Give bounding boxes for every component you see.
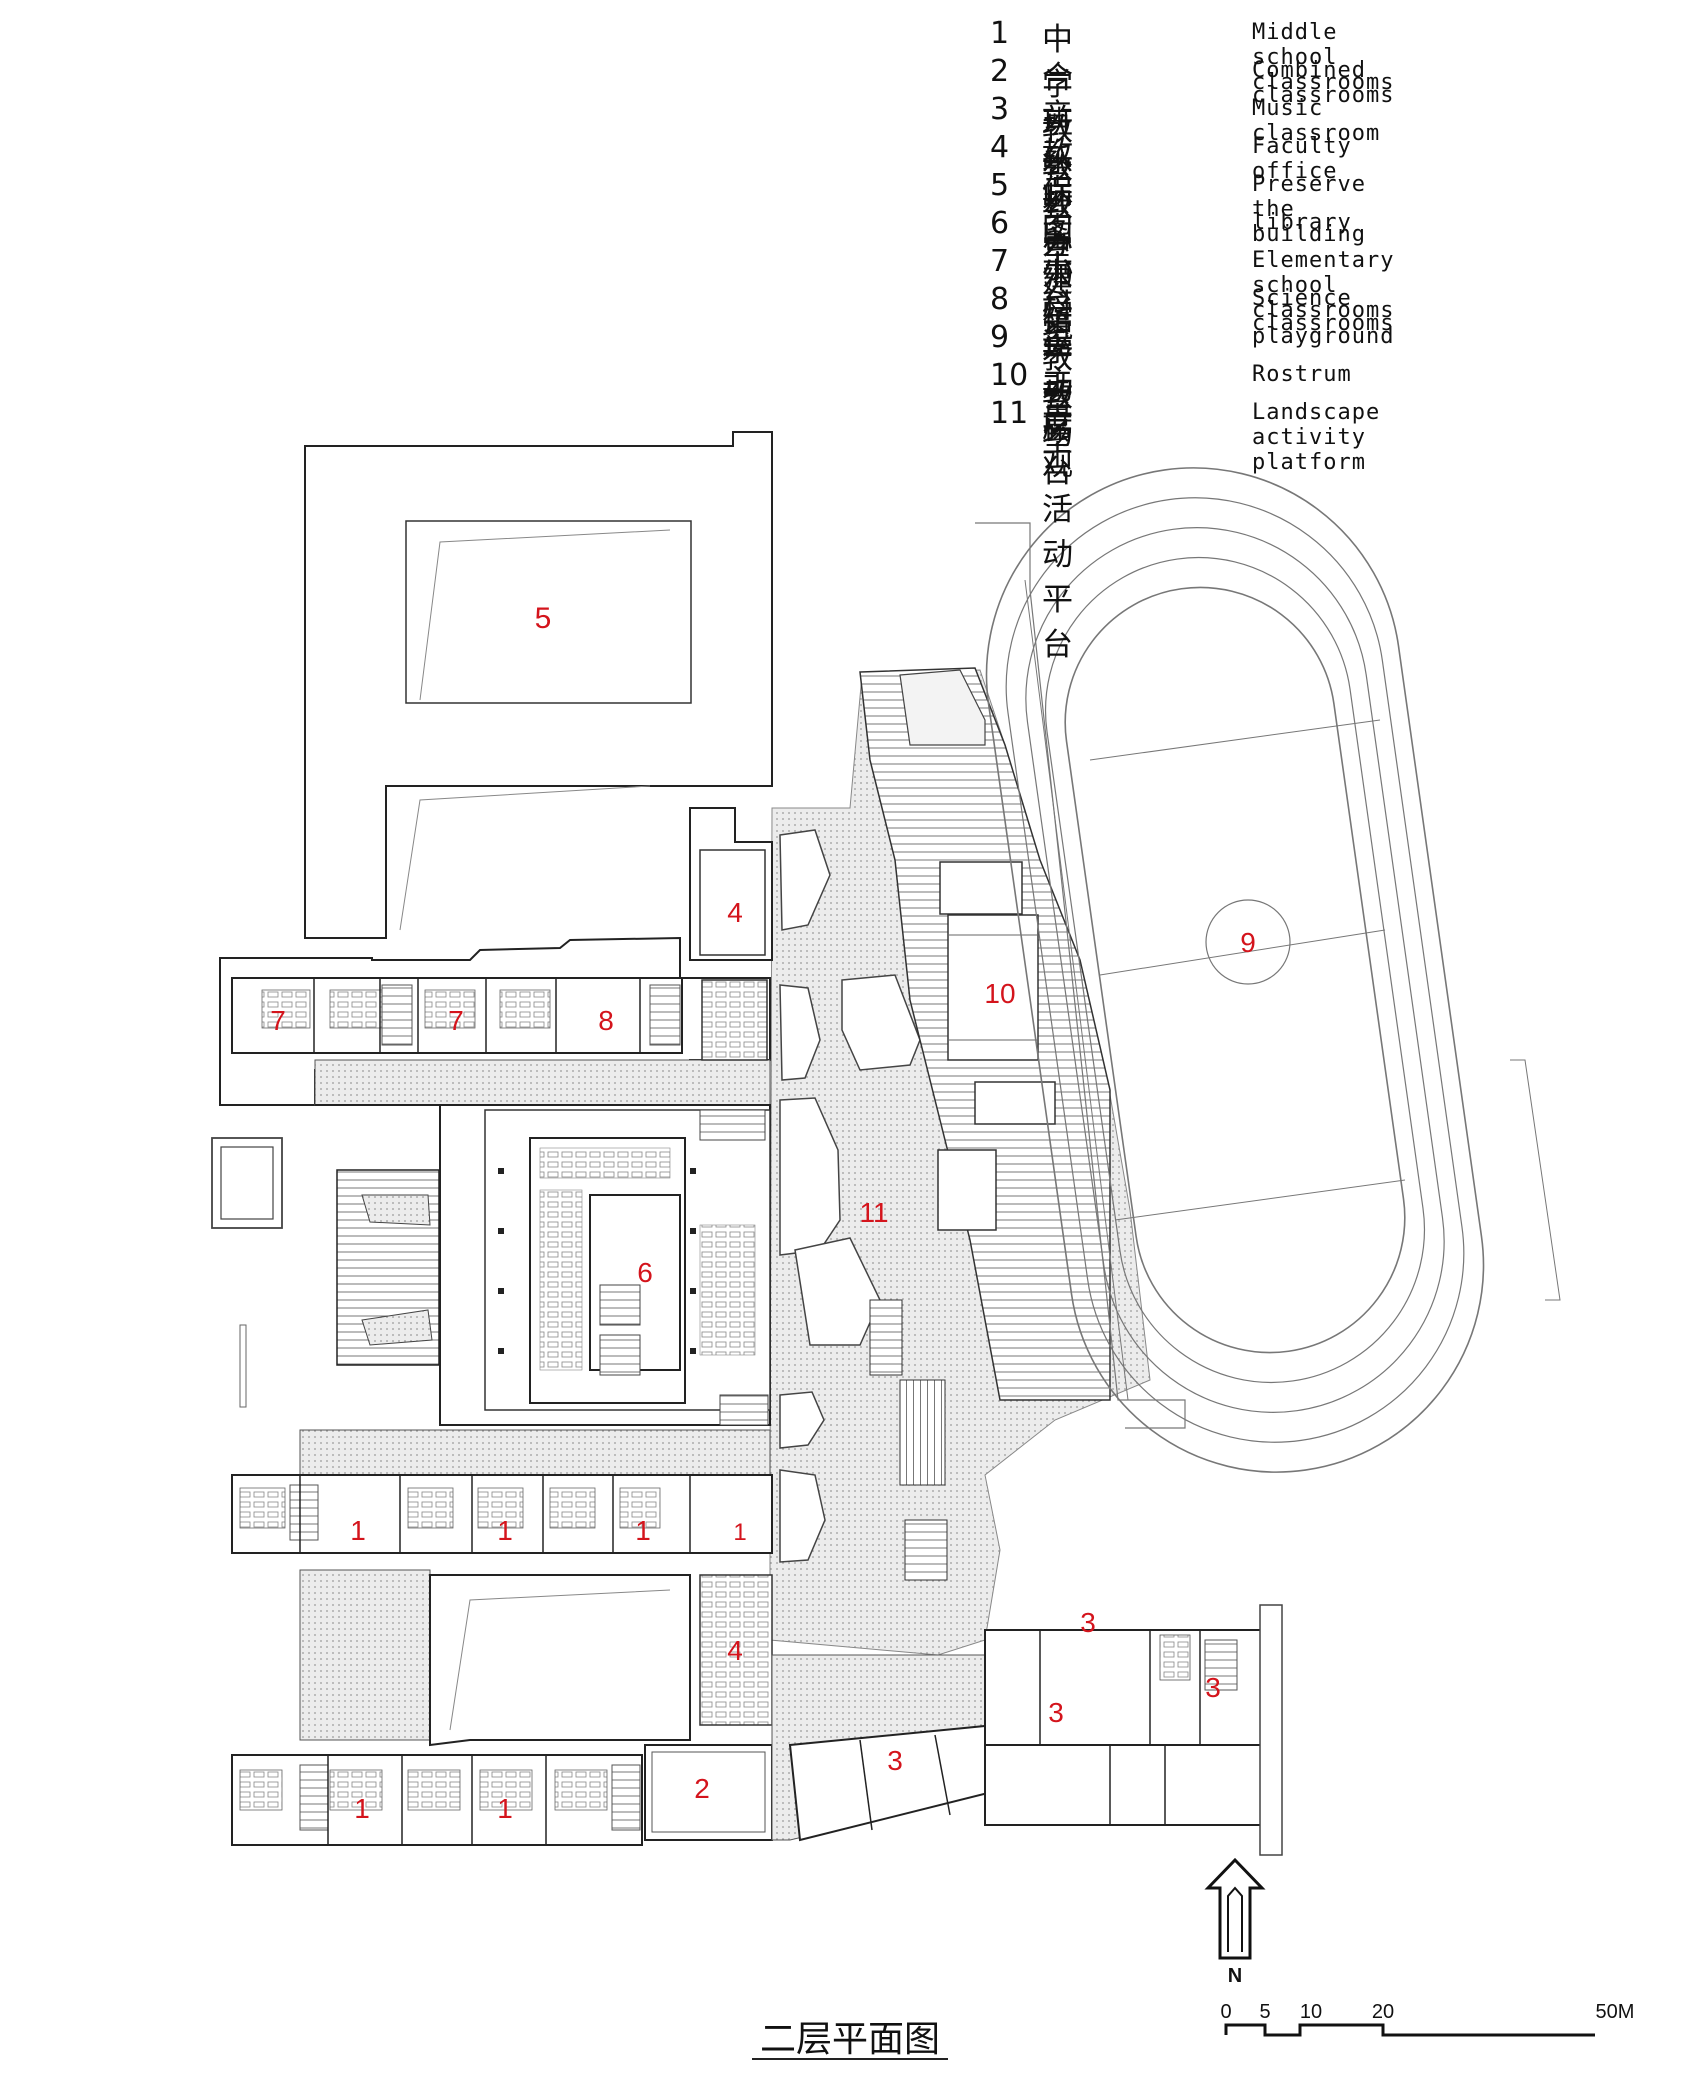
legend-en: Science classrooms (1252, 286, 1395, 336)
legend-num: 9 (990, 320, 1010, 355)
music-wing (771, 1604, 1283, 1856)
north-classroom-wing (219, 936, 771, 1106)
drawing-title-text: 二层平面图 (759, 2019, 940, 2060)
legend-en: Landscape activity platform (1252, 400, 1381, 475)
legend-zh: 中学教室 (1042, 22, 1074, 193)
library-block (439, 1104, 771, 1426)
legend-num: 10 (990, 358, 1029, 393)
north-letter: N (1228, 1965, 1242, 1987)
legend-num: 2 (990, 54, 1010, 89)
legend-en: library (1252, 210, 1352, 235)
label-music-b: 3 (1080, 1607, 1096, 1638)
label-elementary-b: 7 (448, 1005, 464, 1036)
legend-num: 4 (990, 130, 1010, 165)
label-music-c: 3 (1048, 1697, 1064, 1728)
legend-num: 1 (990, 16, 1010, 51)
legend-num: 7 (990, 244, 1010, 279)
legend-num: 5 (990, 168, 1010, 203)
drawing-title: 二层平面图 (0, 2010, 1700, 2062)
legend-en: Middle school classrooms (1252, 20, 1395, 95)
label-faculty-north: 4 (727, 897, 743, 928)
room-labels: 5 4 7 7 8 10 9 11 6 1 1 1 1 4 2 1 1 3 3 … (270, 602, 1256, 1824)
label-elementary-a: 7 (270, 1005, 286, 1036)
legend-num: 3 (990, 92, 1010, 127)
label-library: 6 (637, 1257, 653, 1288)
label-rostrum: 10 (984, 978, 1015, 1009)
label-science: 8 (598, 1005, 614, 1036)
scale-tick-20: 20 (1372, 2001, 1394, 2023)
label-music-d: 3 (1205, 1672, 1221, 1703)
legend-en: playground (1252, 324, 1395, 349)
legend-num: 6 (990, 206, 1010, 241)
scale-tick-5: 5 (1259, 2001, 1270, 2023)
west-stand (211, 1137, 440, 1408)
label-preserved: 5 (535, 602, 552, 635)
label-middle-e: 1 (354, 1793, 370, 1824)
label-middle-d: 1 (733, 1519, 746, 1546)
middle-school-wing (231, 1429, 773, 1747)
legend-en: Combined classrooms (1252, 58, 1395, 108)
rostrum (947, 914, 1039, 1061)
legend-zh: 图书馆 (1042, 212, 1074, 338)
legend-zh: 保留建筑 (1042, 174, 1074, 345)
legend-en: Elementary school classrooms (1252, 248, 1395, 323)
scale-bar: 0 5 10 20 50M (1220, 2001, 1635, 2037)
south-classroom-wing (231, 1754, 643, 1846)
scale-tick-0: 0 (1220, 2001, 1231, 2023)
legend-zh: 音乐教室 (1042, 98, 1074, 269)
label-middle-a: 1 (350, 1515, 366, 1546)
scale-tick-10: 10 (1300, 2001, 1322, 2023)
preserved-building (304, 431, 773, 939)
faculty-office-north (689, 807, 773, 1061)
label-middle-f: 1 (497, 1793, 513, 1824)
label-middle-b: 1 (497, 1515, 513, 1546)
scale-tick-50: 50M (1596, 2001, 1635, 2023)
legend-zh: 合班教室 (1042, 60, 1074, 231)
legend-zh: 运动场 (1042, 326, 1074, 452)
legend-en: Faculty office (1252, 134, 1352, 184)
label-platform: 11 (859, 1197, 888, 1228)
legend-zh: 小学教室 (1042, 250, 1074, 421)
label-music-a: 3 (887, 1745, 903, 1776)
legend-en: Rostrum (1252, 362, 1352, 387)
north-arrow: N (1204, 1857, 1266, 1987)
legend-num: 11 (990, 396, 1029, 431)
legend-en: Preserve the building (1252, 172, 1366, 247)
label-combined: 2 (694, 1773, 710, 1804)
faculty-office-south (699, 1574, 773, 1726)
legend-zh: 主席台 (1042, 364, 1074, 490)
combined-classroom (644, 1744, 773, 1841)
legend-zh: 科学教室 (1042, 288, 1074, 459)
legend-zh: 景观活动平台 (1042, 402, 1074, 663)
legend-num: 8 (990, 282, 1010, 317)
legend-en: Music classroom (1252, 96, 1381, 146)
label-middle-c: 1 (635, 1515, 651, 1546)
title-underline (752, 2058, 948, 2060)
playground (975, 467, 1561, 1473)
label-faculty-south: 4 (727, 1635, 743, 1666)
label-playground: 9 (1240, 927, 1256, 958)
legend-zh: 教师办公室 (1042, 136, 1074, 352)
